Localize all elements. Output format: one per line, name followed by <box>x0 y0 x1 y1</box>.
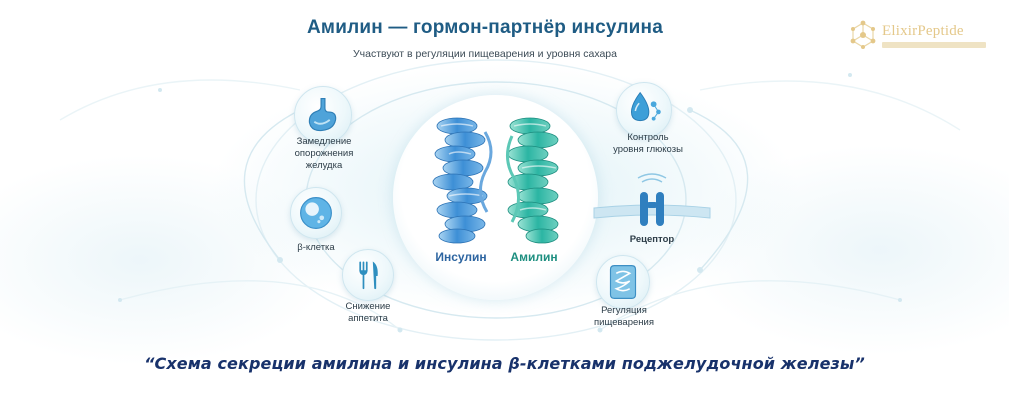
feature-appetite: Снижение аппетита <box>320 249 430 329</box>
feature-label: Снижение аппетита <box>345 301 391 324</box>
logo-tagline-bar <box>882 41 986 48</box>
insulin-label: Инсулин <box>435 250 487 264</box>
feature-stomach: Замедление опорожнения желудка <box>284 86 394 186</box>
center-disc <box>393 95 598 300</box>
beta-cell-icon <box>300 197 332 229</box>
diagram-subtitle: Участвуют в регуляции пищеварения и уров… <box>353 48 617 60</box>
logo-name: ElixirPeptide <box>882 22 964 39</box>
feature-glucose: Контроль уровня глюкозы <box>602 82 712 182</box>
brand-logo: ElixirPeptide <box>847 16 997 54</box>
feature-label: β-клетка <box>297 242 335 253</box>
diagram-caption: “Схема секреции амилина и инсулина β-кле… <box>144 354 865 373</box>
feature-label: Регуляция пищеварения <box>594 305 654 328</box>
diagram-title: Амилин — гормон-партнёр инсулина <box>307 17 663 38</box>
insulin-helix-icon <box>432 117 493 244</box>
glucose-drop-icon <box>630 91 661 122</box>
amylin-label: Амилин <box>510 250 558 264</box>
feature-beta-cell: β-клетка <box>284 187 394 262</box>
amylin-helix-icon <box>506 117 559 244</box>
receptor-icon <box>593 173 711 226</box>
molecule-logo-icon <box>850 20 876 49</box>
feature-label: Рецептор <box>629 234 675 245</box>
stomach-icon <box>308 98 337 132</box>
intestine-icon <box>609 265 637 299</box>
feature-label: Контроль уровня глюкозы <box>613 132 683 155</box>
fork-knife-icon <box>359 261 378 290</box>
feature-receptor: Рецептор <box>592 172 712 252</box>
feature-digestion: Регуляция пищеварения <box>580 255 690 335</box>
feature-label: Замедление опорожнения желудка <box>294 136 354 171</box>
